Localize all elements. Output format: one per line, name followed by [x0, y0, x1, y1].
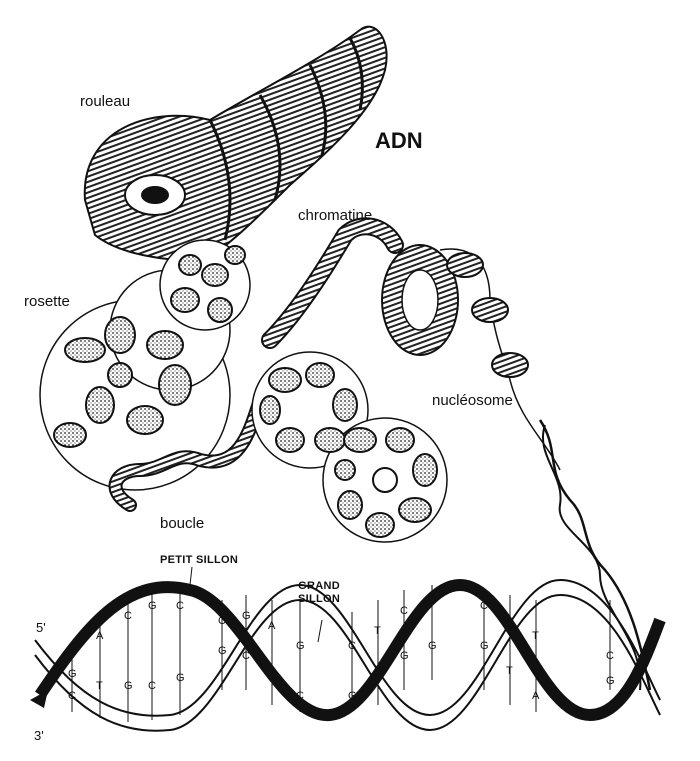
- base-bottom: G: [218, 645, 227, 657]
- base-top: T: [532, 630, 539, 642]
- label-rouleau: rouleau: [80, 93, 131, 110]
- base-bottom: G: [348, 690, 357, 702]
- base-bottom: T: [96, 680, 103, 692]
- base-top: C: [176, 600, 184, 612]
- label-three-prime: 3': [34, 728, 44, 743]
- base-top: G: [148, 600, 157, 612]
- base-top: A: [506, 615, 514, 627]
- helix-strand-b: [34, 578, 661, 717]
- three-prime-arrow: [30, 690, 48, 708]
- base-bottom: G: [480, 640, 489, 652]
- base-bottom: A: [374, 670, 382, 682]
- base-bottom: C: [296, 690, 304, 702]
- base-top: A: [268, 620, 276, 632]
- base-bottom: G: [606, 675, 615, 687]
- label-five-prime: 5': [36, 620, 46, 635]
- base-bottom: A: [532, 690, 540, 702]
- base-top: G: [296, 640, 305, 652]
- base-top: C: [480, 600, 488, 612]
- label-grand-sillon: GRAND SILLON: [298, 580, 340, 606]
- label-grand-sillon-line2: SILLON: [298, 593, 341, 605]
- rouleau-coil: [83, 25, 388, 262]
- label-rosette: rosette: [24, 293, 70, 310]
- base-top: T: [374, 625, 381, 637]
- label-petit-sillon: PETIT SILLON: [160, 554, 239, 566]
- label-nucleosome: nucléosome: [432, 392, 513, 409]
- rosette-group: [39, 239, 251, 491]
- label-grand-sillon-line1: GRAND: [298, 580, 340, 592]
- base-bottom: G: [176, 672, 185, 684]
- label-boucle: boucle: [160, 515, 205, 532]
- twisted-strand: [538, 419, 652, 691]
- label-chromatine: chromatine: [298, 207, 373, 224]
- base-top: C: [348, 640, 356, 652]
- base-top: C: [218, 615, 226, 627]
- base-top: G: [242, 610, 251, 622]
- base-top: A: [96, 630, 104, 642]
- base-top: C: [606, 650, 614, 662]
- base-bottom: G: [124, 680, 133, 692]
- leader-lines: [189, 566, 323, 643]
- base-bottom: G: [428, 640, 437, 652]
- base-bottom: C: [148, 680, 156, 692]
- diagram-title: ADN: [375, 128, 423, 153]
- base-top: G: [68, 668, 77, 680]
- dna-double-helix: [30, 578, 666, 732]
- base-top: C: [400, 605, 408, 617]
- base-bottom: T: [506, 665, 513, 677]
- base-bottom: T: [268, 670, 275, 682]
- nucleosome-beads: [439, 248, 561, 471]
- base-bottom: G: [400, 650, 409, 662]
- base-top: C: [428, 595, 436, 607]
- chromatine-coils: [251, 217, 459, 543]
- base-bottom: C: [68, 690, 76, 702]
- helix-strand-a: [35, 578, 666, 722]
- base-bottom: C: [242, 650, 250, 662]
- base-top: C: [124, 610, 132, 622]
